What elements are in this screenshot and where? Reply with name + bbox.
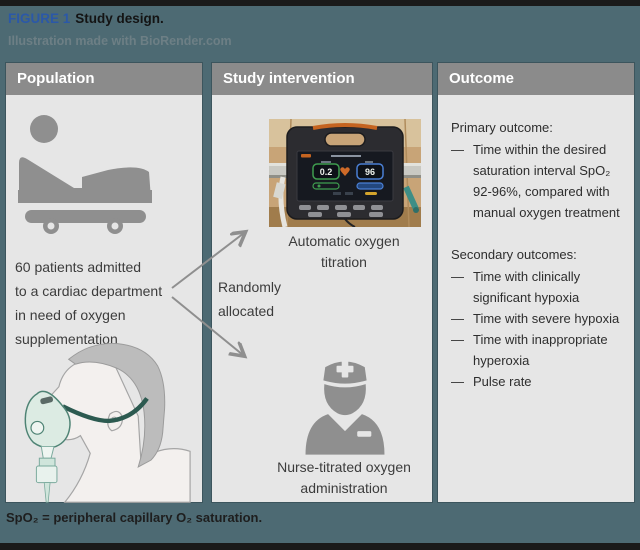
nurse-icon xyxy=(305,360,385,455)
secondary-outcomes-heading: Secondary outcomes: xyxy=(451,247,577,262)
device-spo2-value: 96 xyxy=(365,167,375,177)
population-description-line: supplementation xyxy=(15,331,118,347)
panel-outcome: Outcome Primary outcome: — Time within t… xyxy=(437,62,635,503)
heart-icon xyxy=(340,167,350,176)
patient-in-hospital-bed-icon xyxy=(18,115,152,234)
device-caption-line: Automatic oxygen xyxy=(288,233,400,249)
bottom-border-band xyxy=(0,543,640,550)
figure-label: FIGURE 1 xyxy=(8,11,71,26)
panel-header-population: Population xyxy=(6,63,202,95)
population-description: 60 patients admitted to a cardiac depart… xyxy=(15,255,162,351)
primary-outcome-item: — Time within the desired saturation int… xyxy=(451,139,632,223)
bullet-dash: — xyxy=(451,374,464,389)
device-caption: Automatic oxygen titration xyxy=(254,231,434,273)
nurse-caption-line: Nurse-titrated oxygen xyxy=(277,459,411,475)
oxygen-mask-patient-illustration xyxy=(24,342,191,503)
panel-header-outcome: Outcome xyxy=(438,63,634,95)
outcome-spacer xyxy=(451,223,632,244)
primary-outcome-heading: Primary outcome: xyxy=(451,120,553,135)
device-caption-line: titration xyxy=(321,254,367,270)
bullet-dash: — xyxy=(451,311,464,326)
figure-credit: Illustration made with BioRender.com xyxy=(8,34,232,48)
panel-header-intervention: Study intervention xyxy=(212,63,432,95)
bullet-dash: — xyxy=(451,332,464,347)
panel-population: Population 60 patients admitted to a car… xyxy=(5,62,203,503)
outcome-content: Primary outcome: — Time within the desir… xyxy=(451,117,632,392)
allocation-label-line: allocated xyxy=(218,303,275,319)
bullet-dash: — xyxy=(451,269,464,284)
nurse-caption: Nurse-titrated oxygen administration xyxy=(234,457,454,499)
top-border-band xyxy=(0,0,640,6)
figure-title: FIGURE 1 Study design. xyxy=(8,11,164,26)
secondary-outcome-item: — Time with severe hypoxia xyxy=(451,308,632,329)
allocation-label: Randomly allocated xyxy=(218,275,281,323)
secondary-outcome-item: — Time with inappropriate hyperoxia xyxy=(451,329,632,371)
secondary-outcome-item: — Time with clinically significant hypox… xyxy=(451,266,632,308)
allocation-label-line: Randomly xyxy=(218,279,282,295)
bullet-dash: — xyxy=(451,142,464,157)
device-oxygen-flow-value: 0.2 xyxy=(320,167,333,177)
population-description-line: to a cardiac department xyxy=(15,283,163,299)
figure-footnote: SpO₂ = peripheral capillary O₂ saturatio… xyxy=(6,510,263,525)
secondary-outcome-item: — Pulse rate xyxy=(451,371,632,392)
figure-title-text: Study design. xyxy=(75,11,164,26)
oxygen-titration-device-photo: 0.2 96 xyxy=(269,119,421,227)
population-description-line: in need of oxygen xyxy=(15,307,126,323)
panel-intervention: Study intervention xyxy=(211,62,433,503)
population-description-line: 60 patients admitted xyxy=(15,259,142,275)
nurse-caption-line: administration xyxy=(300,480,388,496)
